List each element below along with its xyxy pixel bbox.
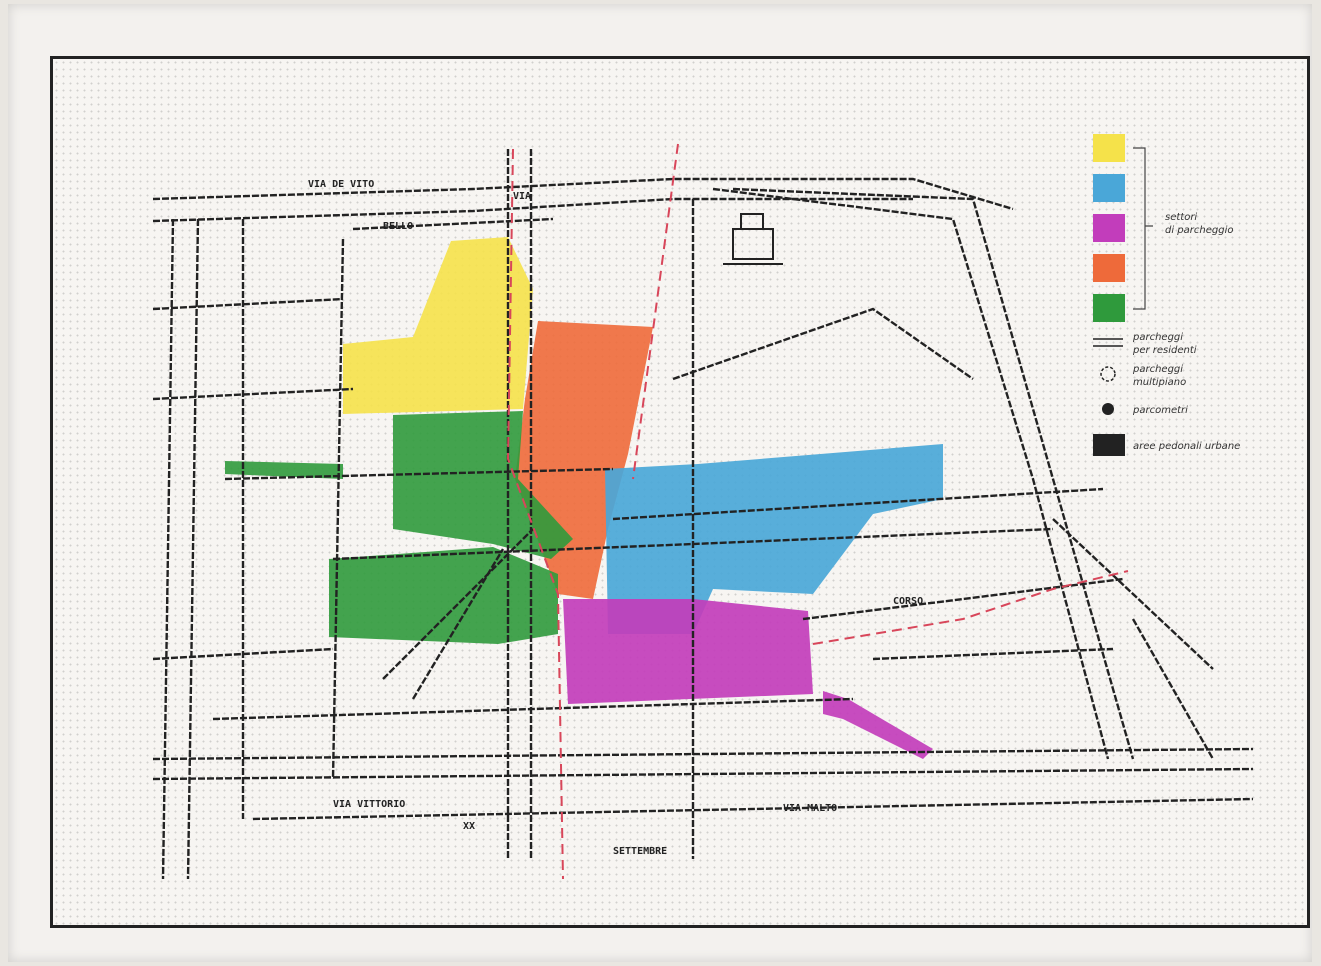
photo-page: VIA DE VITO BELLO SETTEMBRE XX VIA VITTO… <box>8 4 1312 962</box>
legend-swatch-green <box>1093 294 1125 322</box>
street-label-xx: XX <box>463 821 475 832</box>
zone-yellow[interactable] <box>343 237 533 414</box>
zone-green-strip[interactable] <box>225 461 343 479</box>
legend-multistory-line2: multipiano <box>1133 377 1186 388</box>
legend-multistory-line1: parcheggi <box>1132 364 1183 375</box>
street-label-bello: BELLO <box>383 221 413 232</box>
street-label-malto: VIA MALTO <box>783 803 837 814</box>
street-label-via: VIA <box>513 191 531 202</box>
castle-icon <box>723 213 783 265</box>
legend-meter-symbol <box>1102 403 1114 415</box>
zone-green-lower[interactable] <box>329 547 558 644</box>
zone-blue[interactable] <box>605 444 943 634</box>
legend-parking-symbol <box>1093 338 1123 347</box>
zone-magenta-tail[interactable] <box>823 691 933 759</box>
legend-swatch-orange <box>1093 254 1125 282</box>
street-network <box>152 149 1254 880</box>
city-map: VIA DE VITO BELLO SETTEMBRE XX VIA VITTO… <box>152 134 1254 880</box>
legend-parking-line1: parcheggi <box>1132 332 1183 343</box>
legend-sectors-line1: settori <box>1165 212 1197 223</box>
legend-pedestrian-label: aree pedonali urbane <box>1133 441 1240 452</box>
street-label-de-vito: VIA DE VITO <box>308 179 374 190</box>
legend-swatch-black <box>1093 434 1125 456</box>
legend-swatch-magenta <box>1093 214 1125 242</box>
street-label-corso: CORSO <box>893 596 923 607</box>
legend-multistory-symbol <box>1100 366 1116 382</box>
legend-swatch-yellow <box>1093 134 1125 162</box>
legend-swatch-blue <box>1093 174 1125 202</box>
legend-sectors-line2: di parcheggio <box>1165 225 1233 236</box>
map-frame: VIA DE VITO BELLO SETTEMBRE XX VIA VITTO… <box>50 56 1310 928</box>
boundary-lines <box>506 143 1129 880</box>
street-label-vittorio: VIA VITTORIO <box>333 799 405 810</box>
zone-magenta[interactable] <box>563 599 813 704</box>
legend: settori di parcheggio parcheggi per resi… <box>1093 134 1240 456</box>
zone-green-upper[interactable] <box>393 411 573 559</box>
legend-parking-line2: per residenti <box>1132 345 1197 356</box>
street-label-settembre: SETTEMBRE <box>613 846 667 857</box>
legend-meter-label: parcometri <box>1132 405 1188 416</box>
